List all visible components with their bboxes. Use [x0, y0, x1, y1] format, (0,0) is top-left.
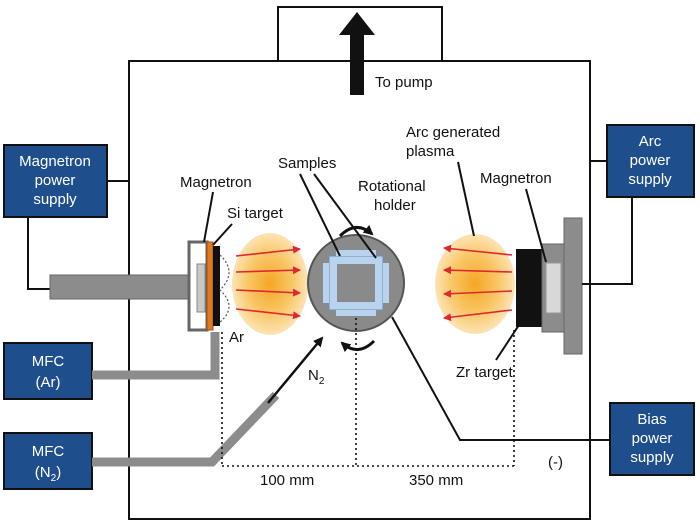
left-cathode-plate	[213, 246, 220, 326]
left-magnetron-core	[196, 263, 206, 313]
bias-ps-line2: power	[632, 430, 673, 447]
si-target-label: Si target	[227, 205, 284, 222]
arc-plasma-label-2: plasma	[406, 143, 455, 160]
arc-ps-wire-bottom	[582, 197, 633, 285]
mfc-n2-line1: MFC	[32, 443, 65, 460]
left-ray-3	[235, 288, 301, 297]
magnetron-ps-line1: Magnetron	[19, 153, 91, 170]
right-ray-1	[443, 244, 513, 256]
magnetron-ps-line3: supply	[33, 191, 77, 208]
rotation-arrow-bottom-icon	[340, 339, 376, 353]
sample-right	[383, 263, 389, 303]
magnetron-power-supply-box	[3, 144, 108, 218]
arc-ps-line2: power	[630, 152, 671, 169]
right-flange	[563, 217, 583, 355]
si-target-pointer	[212, 223, 233, 246]
dist-350-label: 350 mm	[409, 472, 463, 489]
zr-target-label: Zr target	[456, 364, 514, 381]
magnetron-ps-wire-bottom	[27, 217, 50, 290]
pump-outlet	[277, 6, 443, 61]
right-ray-2	[443, 266, 513, 275]
rotation-arrow-top-icon	[338, 224, 374, 238]
left-ray-2	[235, 266, 301, 275]
samples-pointer-left	[299, 173, 341, 257]
ar-gas-line	[92, 332, 220, 380]
zr-target-pointer	[495, 324, 520, 361]
right-plasma-cloud	[435, 234, 515, 334]
arc-plasma-label-1: Arc generated	[406, 124, 500, 141]
mfc-ar-line2: (Ar)	[36, 374, 61, 391]
arc-plasma-pointer	[457, 161, 475, 237]
bias-sign-label: (-)	[548, 454, 563, 471]
to-pump-label: To pump	[375, 74, 433, 91]
ar-label: Ar	[229, 329, 244, 346]
sample-left	[323, 263, 329, 303]
n2-gas-line	[92, 391, 280, 467]
arc-power-supply-box	[606, 124, 695, 198]
samples-pointer-right	[313, 173, 377, 259]
sample-holder-center	[337, 264, 375, 302]
left-magnetron-shaft	[49, 274, 192, 300]
samples-label: Samples	[278, 155, 336, 172]
rotational-holder-label-1: Rotational	[358, 178, 426, 195]
mfc-n2-box	[3, 432, 93, 490]
magnetron-right-label: Magnetron	[480, 170, 552, 187]
si-target-plate	[206, 241, 214, 331]
magnetron-left-label: Magnetron	[180, 174, 252, 191]
sample-top	[336, 250, 376, 256]
arc-ps-line1: Arc	[639, 133, 662, 150]
right-magnetron-core	[545, 262, 562, 314]
left-ray-4	[235, 308, 301, 320]
arc-ps-line3: supply	[628, 171, 672, 188]
bias-ps-line3: supply	[630, 449, 674, 466]
bias-ps-line1: Bias	[637, 411, 666, 428]
n2-label: N2	[308, 367, 325, 387]
bias-wire	[391, 316, 610, 441]
right-ray-4	[443, 309, 513, 322]
right-ray-3	[443, 289, 513, 298]
n2-flow-arrow-icon	[267, 336, 324, 404]
dist-100-label: 100 mm	[260, 472, 314, 489]
zr-target-plate	[516, 249, 542, 327]
magnetron-right-pointer	[525, 188, 547, 263]
mfc-n2-line2: (N2)	[35, 464, 61, 484]
rotational-holder-label-2: holder	[374, 197, 416, 214]
bias-power-supply-box	[609, 402, 695, 476]
mfc-ar-line1: MFC	[32, 353, 65, 370]
left-ray-1	[235, 245, 301, 257]
magnetron-left-pointer	[203, 191, 214, 243]
sample-bottom	[336, 310, 376, 316]
mfc-ar-box	[3, 342, 93, 400]
pump-arrow-icon	[339, 12, 375, 95]
left-plasma-cloud	[232, 233, 308, 335]
left-magnetic-field-lines	[219, 254, 230, 323]
magnetron-ps-line2: power	[35, 172, 76, 189]
